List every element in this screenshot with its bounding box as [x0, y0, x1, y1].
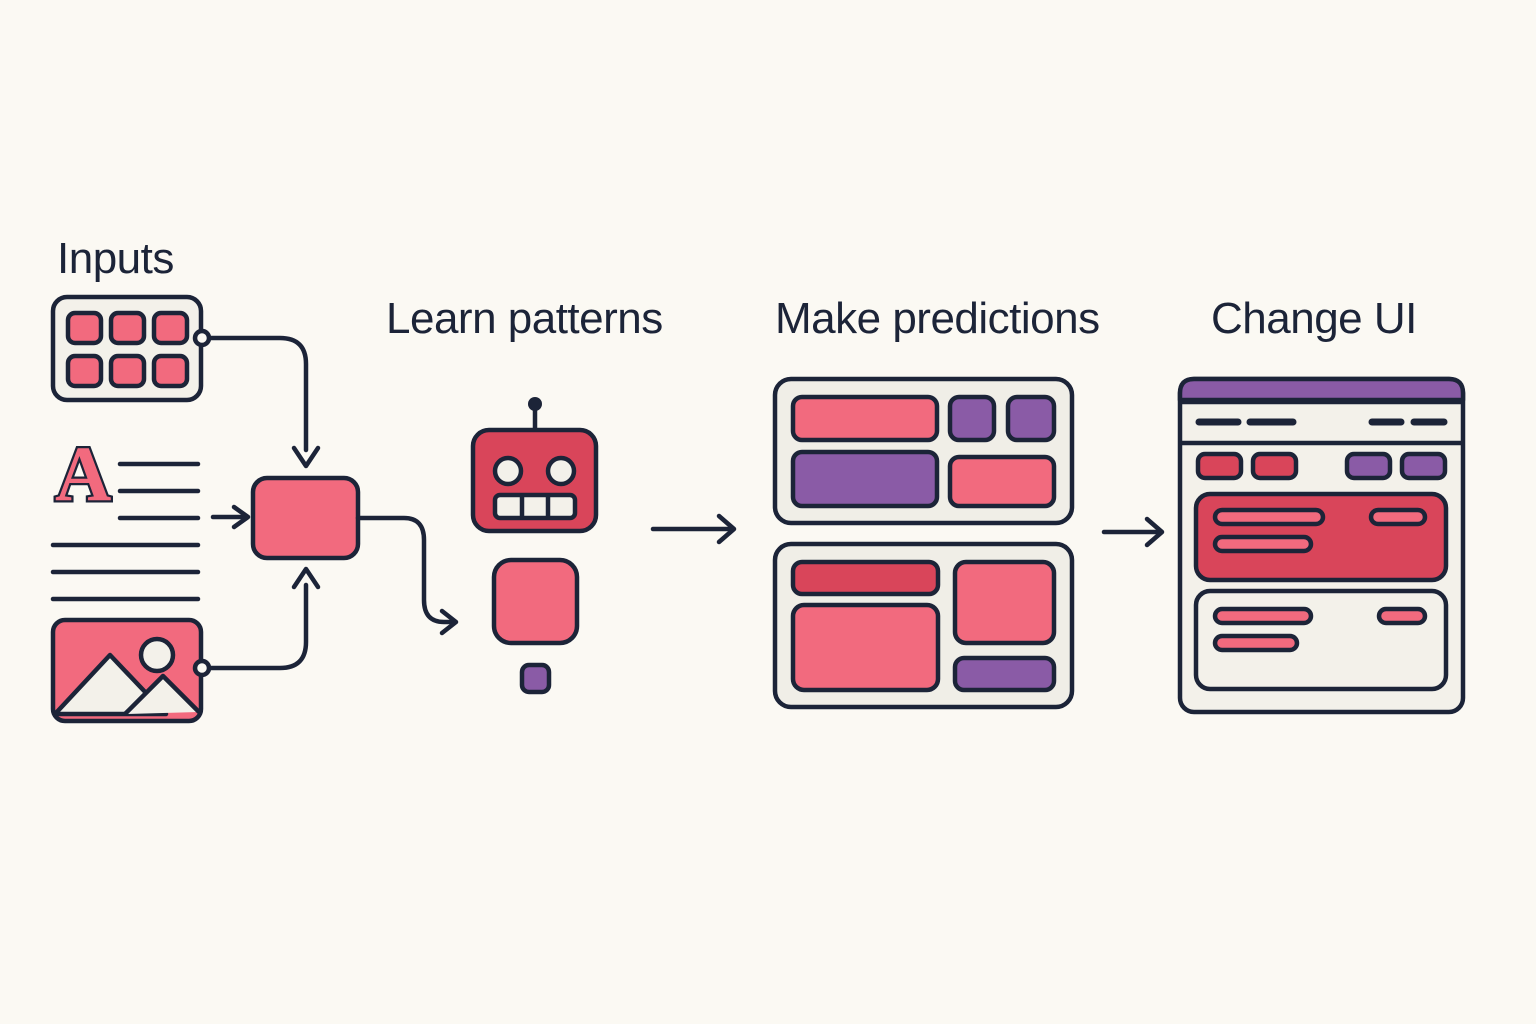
page-title: Inputs: [57, 234, 174, 283]
block-pink-right: [947, 454, 1057, 509]
secondary-line-right: [1376, 606, 1428, 626]
block-large-pink: [790, 602, 941, 693]
connector-image-arrowhead: [291, 566, 321, 590]
connector-merge-to-robot: [355, 515, 455, 625]
heading-make-predictions: Make predictions: [775, 294, 1100, 343]
grid-tile-3: [151, 310, 190, 346]
secondary-line-short: [1212, 633, 1300, 653]
grid-tile-1: [65, 310, 104, 346]
block-tall-pink: [952, 559, 1057, 646]
prediction-panel-bottom[interactable]: [772, 541, 1075, 710]
connector-grid-to-merge: [204, 335, 309, 453]
browser-titlebar: [1177, 376, 1466, 403]
arrow-predictions-to-ui: [1101, 516, 1165, 548]
block-square-purple-1: [947, 394, 997, 443]
arrow-learn-head: [716, 513, 737, 545]
robot-mouth: [492, 492, 578, 521]
text-glyph-a: A: [55, 430, 111, 517]
hero-line-long: [1212, 507, 1326, 527]
robot-antenna-bulb: [528, 397, 542, 411]
hero-line-right: [1368, 507, 1428, 527]
grid-tile-4: [65, 353, 104, 389]
grid-tile-6: [151, 353, 190, 389]
chip-purple-1[interactable]: [1344, 451, 1393, 481]
connector-text-arrowhead: [231, 504, 251, 530]
hero-line-medium: [1212, 534, 1314, 554]
secondary-line-long: [1212, 606, 1314, 626]
connector-image-to-merge: [204, 582, 309, 671]
block-bar-purple: [952, 655, 1057, 693]
robot-mouth-frame: [492, 492, 578, 521]
robot-foot: [519, 662, 552, 695]
connector-grid-arrowhead: [291, 445, 321, 469]
connector-grid-port: [192, 328, 212, 348]
merge-block[interactable]: [250, 475, 361, 561]
block-wide-pink: [790, 394, 940, 443]
robot-eye-right: [545, 455, 577, 487]
connector-merge-arrowhead: [439, 608, 459, 636]
block-wide-purple: [790, 449, 940, 509]
arrow-ui-head: [1144, 516, 1165, 548]
image-input[interactable]: [50, 617, 204, 724]
chip-red-2[interactable]: [1250, 451, 1299, 481]
block-bar-red: [790, 559, 941, 597]
text-input[interactable]: A: [50, 428, 201, 602]
arrow-learn-to-predictions: [650, 513, 737, 545]
chip-purple-2[interactable]: [1399, 451, 1448, 481]
robot-eye-left: [492, 455, 524, 487]
browser-window[interactable]: [1177, 376, 1466, 715]
connector-image-port: [192, 658, 212, 678]
heading-change-ui: Change UI: [1211, 294, 1417, 343]
grid-tile-5: [108, 353, 147, 389]
image-sun-icon: [138, 636, 176, 674]
grid-input[interactable]: [50, 294, 204, 403]
block-square-purple-2: [1005, 394, 1057, 443]
image-mountain-small: [123, 673, 201, 716]
grid-tile-2: [108, 310, 147, 346]
chip-red-1[interactable]: [1195, 451, 1244, 481]
prediction-panel-top[interactable]: [772, 376, 1075, 526]
robot-body: [491, 557, 580, 646]
robot-icon[interactable]: [470, 397, 599, 695]
heading-learn-patterns: Learn patterns: [386, 294, 663, 343]
